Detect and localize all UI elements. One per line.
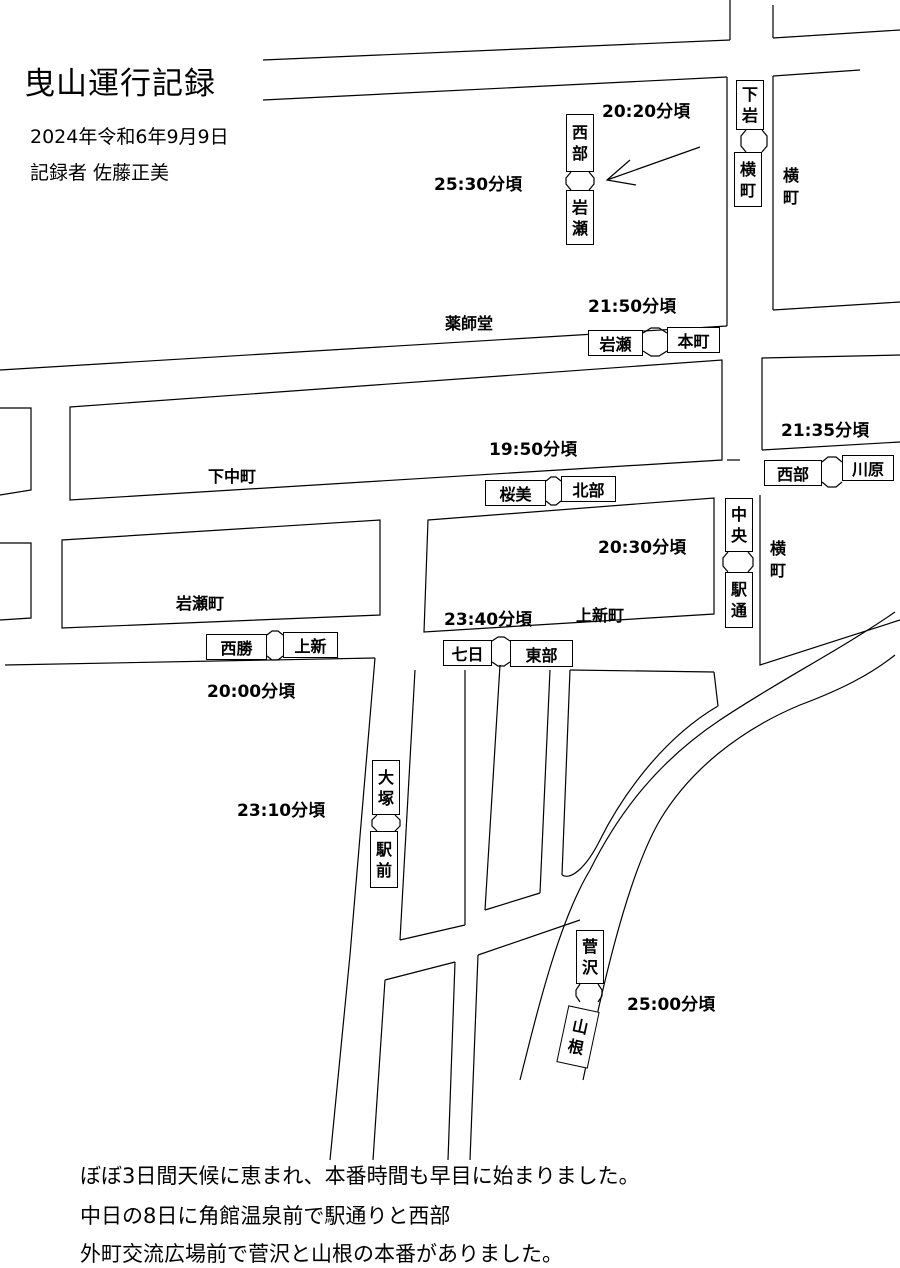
road-line <box>561 669 571 876</box>
road-line <box>262 76 728 101</box>
road-line <box>772 301 900 311</box>
road-line <box>484 664 501 911</box>
record-date: 2024年令和6年9月9日 <box>30 126 229 148</box>
road-line <box>772 29 900 39</box>
float-seibu-right: 西部 <box>764 460 822 486</box>
time-2030: 20:30分頃 <box>598 538 687 558</box>
float-hokubu: 北部 <box>561 476 616 502</box>
time-2020: 20:20分頃 <box>602 102 691 122</box>
note-line-2: 中日の8日に角館温泉前で駅通りと西部 <box>80 1204 451 1228</box>
float-ekidori: 駅通 <box>725 572 753 628</box>
time-2340: 23:40分頃 <box>444 610 533 630</box>
road-line <box>539 669 551 894</box>
float-honmachi: 本町 <box>667 327 720 353</box>
block-outline <box>761 354 900 450</box>
float-seibu-top: 西部 <box>566 114 594 172</box>
street-label-yakushido: 薬師堂 <box>445 314 494 333</box>
time-2135: 21:35分頃 <box>781 421 870 441</box>
float-iwase-top: 岩瀬 <box>566 190 594 245</box>
recorder-name: 記録者 佐藤正美 <box>30 162 170 184</box>
page-title: 曳山運行記録 <box>24 66 216 102</box>
street-label-iwasemachi: 岩瀬町 <box>176 594 225 613</box>
float-yokomachi: 横町 <box>734 152 762 207</box>
float-kawahara: 川原 <box>842 455 894 481</box>
street-label-kamishinmachi: 上新町 <box>576 606 625 625</box>
float-oumi: 桜美 <box>485 480 546 506</box>
street-label-yokomachi-mid: 横町 <box>769 539 786 580</box>
float-shimoiwa: 下岩 <box>736 80 764 130</box>
float-kamishin: 上新 <box>283 632 338 658</box>
float-iwase-mid: 岩瀬 <box>588 330 643 356</box>
road-line <box>772 69 861 77</box>
road-curve <box>582 654 896 1081</box>
road-line <box>761 441 900 451</box>
road-line <box>372 979 386 1161</box>
road-line <box>399 669 416 941</box>
road-line <box>329 954 351 1161</box>
time-2310: 23:10分頃 <box>237 801 326 821</box>
float-nanuka: 七日 <box>443 640 492 666</box>
road-curve <box>561 705 719 877</box>
road-line <box>447 961 456 1161</box>
block-outline <box>423 497 715 633</box>
time-2150: 21:50分頃 <box>588 297 677 317</box>
float-connectors <box>266 129 843 1003</box>
float-otsuka: 大塚 <box>372 760 400 815</box>
direction-arrow-head <box>605 159 637 186</box>
road-line <box>713 671 719 707</box>
road-line <box>384 961 456 981</box>
block-outline <box>69 359 723 501</box>
road-line <box>349 657 376 956</box>
road-line <box>569 669 715 673</box>
note-line-1: ぼぼ3日間天候に恵まれ、本番時間も早目に始まりました。 <box>80 1164 640 1188</box>
float-chuou: 中央 <box>725 498 753 552</box>
float-seisho: 西勝 <box>206 634 267 660</box>
block-outline <box>759 495 900 666</box>
float-toubu: 東部 <box>510 640 573 667</box>
time-2530: 25:30分頃 <box>434 175 523 195</box>
road-line <box>4 657 376 666</box>
road-curve <box>519 611 896 1081</box>
time-1950: 19:50分頃 <box>489 440 578 460</box>
street-label-yokomachi-top: 横町 <box>782 166 799 207</box>
time-2500: 25:00分頃 <box>627 995 716 1015</box>
road-line <box>469 954 479 1161</box>
note-line-3: 外町交流広場前で菅沢と山根の本番がありました。 <box>80 1242 563 1266</box>
float-sugasawa: 菅沢 <box>576 930 604 984</box>
road-line <box>399 924 466 941</box>
block-outline <box>61 519 381 629</box>
road-line <box>477 919 581 956</box>
road-line <box>484 892 541 911</box>
road-line <box>262 39 731 61</box>
street-label-shimonakamachi: 下中町 <box>208 467 257 486</box>
block-outline <box>0 407 32 496</box>
float-ekimae: 駅前 <box>370 831 398 888</box>
block-outline <box>0 542 32 621</box>
direction-arrow <box>606 146 701 181</box>
time-2000: 20:00分頃 <box>207 682 296 702</box>
